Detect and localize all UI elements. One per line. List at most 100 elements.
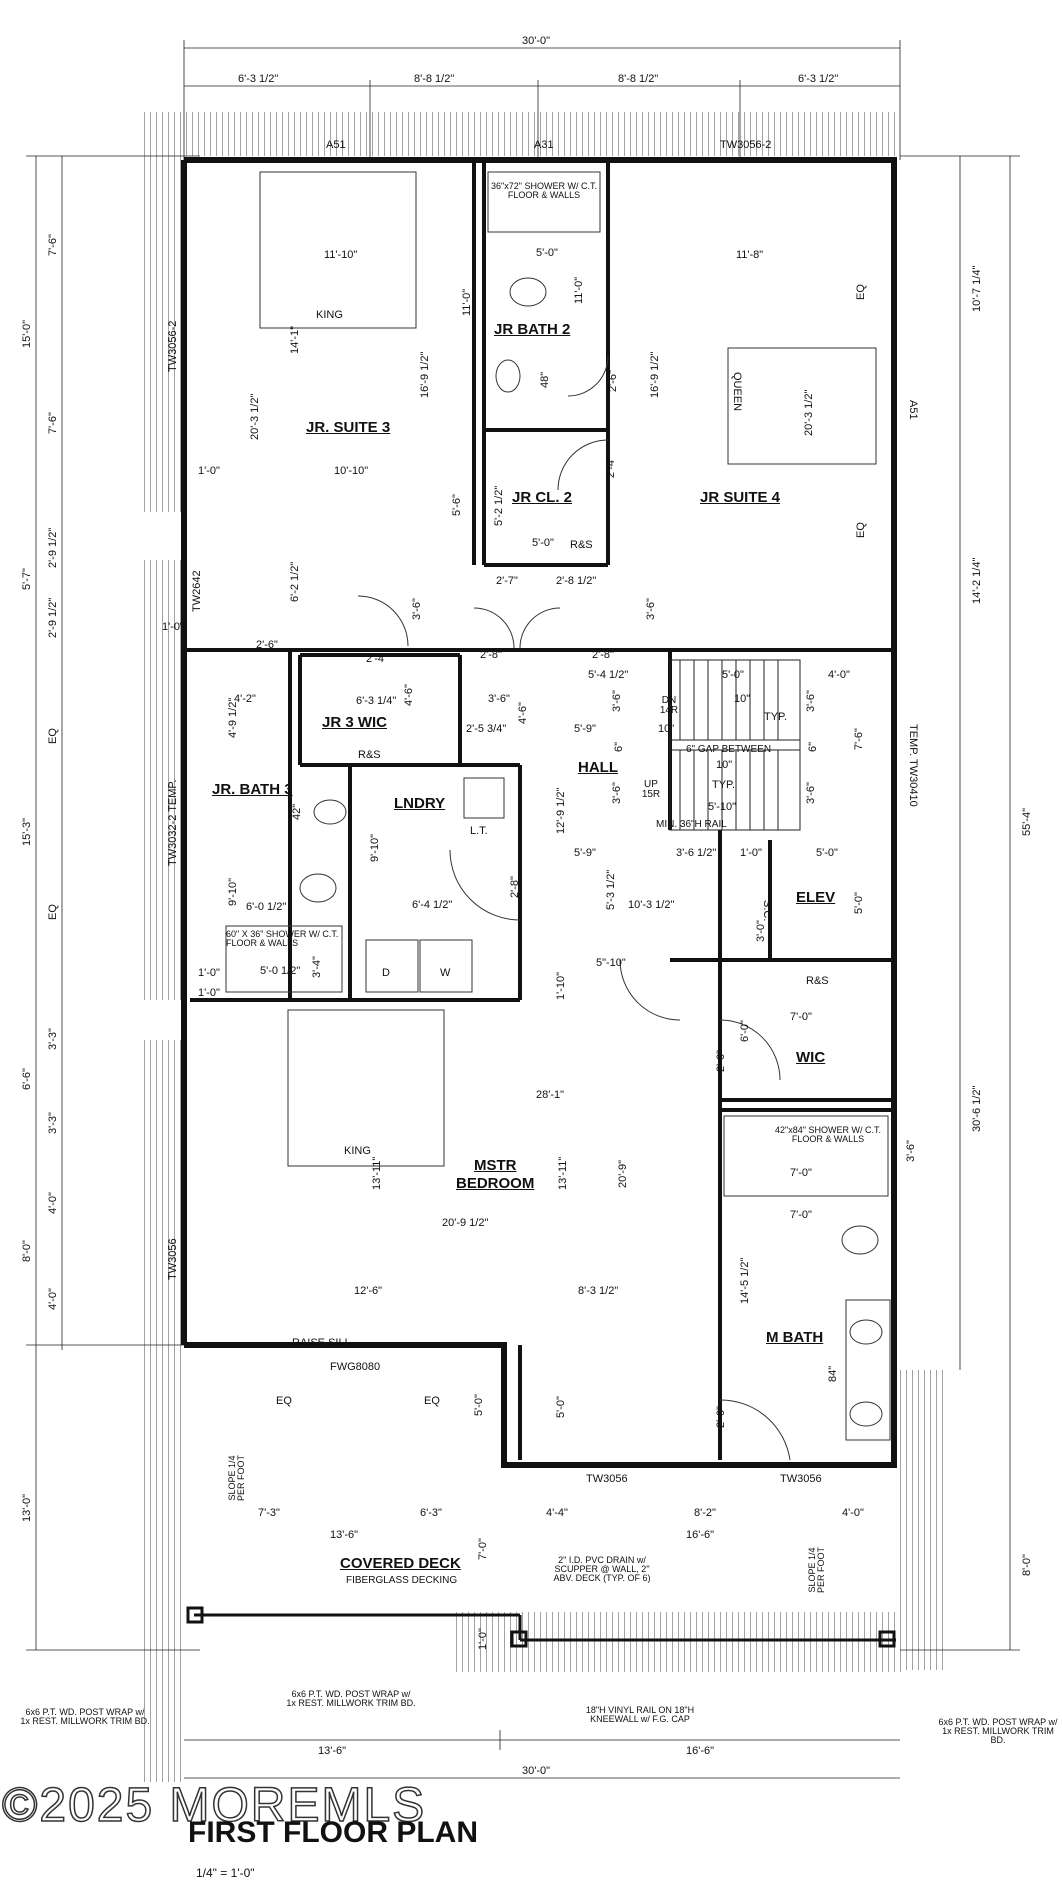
- pvc-drain-note: 2" I.D. PVC DRAIN w/ SCUPPER @ WALL, 2" …: [553, 1555, 651, 1583]
- window-tw3056-2-left: TW3056-2: [167, 320, 179, 372]
- stair-rail-note: MIN. 36"H RAIL: [656, 819, 727, 830]
- dim: 2'-4": [605, 456, 617, 478]
- dim: 11'-8": [736, 249, 764, 261]
- window-a51: A51: [326, 139, 346, 151]
- dim-left: 8'-0": [21, 1240, 33, 1262]
- dim: 20'-3 1/2": [803, 389, 815, 436]
- dim: 7'-0": [790, 1209, 812, 1221]
- room-elev: ELEV: [796, 889, 836, 906]
- dim-bottom-a: 13'-6": [318, 1745, 347, 1757]
- window-tw3056-bottom: TW3056: [586, 1473, 628, 1485]
- dim: 13'-11": [371, 1156, 383, 1190]
- dim: 5'-3 1/2": [605, 869, 617, 910]
- dim-left: 4'-0": [47, 1192, 59, 1214]
- dim: EQ: [424, 1395, 440, 1407]
- king-bed-suite3: [259, 171, 417, 329]
- dim-left: 2'-9 1/2": [47, 527, 59, 568]
- page-title: FIRST FLOOR PLAN: [188, 1816, 478, 1849]
- dim: 1'-0": [477, 1628, 489, 1650]
- dim: 5'-4 1/2": [588, 669, 629, 681]
- dim: 1'-0": [740, 847, 762, 859]
- dim: 13'-6": [330, 1529, 359, 1541]
- dim: 3'-4": [311, 956, 323, 978]
- dim-left: 15'-3": [21, 817, 33, 846]
- dim-left: 6'-6": [21, 1068, 33, 1090]
- dim: 9'-10": [227, 877, 239, 906]
- dim: 11'-0": [461, 288, 473, 316]
- dim: 4'-6": [403, 684, 415, 706]
- dim-left: EQ: [47, 728, 59, 744]
- laundry-tub-label: L.T.: [470, 825, 488, 837]
- vanity-master: [845, 1299, 891, 1441]
- shower-note-jr2: 36"x72" SHOWER W/ C.T. FLOOR & WALLS: [491, 181, 597, 200]
- dim: 1'-10": [555, 971, 567, 1000]
- dim: 5'-0": [816, 847, 838, 859]
- sink-master-1: [849, 1319, 883, 1345]
- dim-top-b: 8'-8 1/2": [414, 73, 455, 85]
- dim: 84": [827, 1365, 839, 1382]
- dim: 10'-10": [334, 465, 369, 477]
- window-a31: A31: [534, 139, 554, 151]
- dim-left: 4'-0": [47, 1288, 59, 1310]
- toilet-jr2: [509, 277, 547, 307]
- dim: 20'-9 1/2": [442, 1217, 489, 1229]
- stairs: [669, 659, 801, 831]
- sink-jr2: [495, 359, 521, 393]
- rod-shelf-label: R&S: [806, 975, 829, 987]
- dim-left: 7'-6": [47, 412, 59, 434]
- dim: 3'-0": [755, 920, 767, 942]
- dryer: [365, 939, 419, 993]
- dim: 28'-1": [536, 1089, 565, 1101]
- dim: 4'-4": [546, 1507, 568, 1519]
- room-covered-deck: COVERED DECK: [340, 1555, 461, 1572]
- dim: 5'-9": [574, 723, 596, 735]
- toilet-jr3: [299, 873, 337, 903]
- room-jr-suite-3: JR. SUITE 3: [306, 419, 391, 436]
- dim-left: 3'-3": [47, 1112, 59, 1134]
- dim: 2'-8": [592, 649, 614, 661]
- dim: 4'-9 1/2": [227, 697, 239, 738]
- dim: 1'-0": [162, 621, 184, 633]
- dim: EQ: [855, 522, 867, 538]
- solid-core-label: S.C.: [761, 900, 773, 922]
- stair-gap-note: 6" GAP BETWEEN: [686, 744, 772, 755]
- dim-right: 14'-2 1/4": [971, 557, 983, 604]
- dim-right: 10'-7 1/4": [971, 265, 983, 312]
- dim: 1'-0": [198, 465, 220, 477]
- post-note-middle: 6x6 P.T. WD. POST WRAP w/ 1x REST. MILLW…: [286, 1689, 416, 1708]
- dim: 4'-6": [517, 702, 529, 724]
- room-mstr-bedroom-line2: BEDROOM: [456, 1175, 535, 1192]
- dim: 6'-2 1/2": [289, 561, 301, 602]
- dim: 16'-9 1/2": [649, 351, 661, 398]
- dim: 2'-6": [715, 1050, 727, 1072]
- dim: 1'-0": [198, 967, 220, 979]
- stair-down-label: DN 14R: [659, 695, 679, 716]
- vinyl-rail-note: 18"H VINYL RAIL ON 18"H KNEEWALL w/ F.G.…: [585, 1705, 695, 1724]
- dim: 5'-0": [853, 892, 865, 914]
- dim-top-overall: 30'-0": [522, 35, 551, 47]
- king-bed-label: KING: [344, 1145, 371, 1157]
- room-jr-bath-2: JR BATH 2: [494, 321, 571, 338]
- window-tw30410-temp: TEMP. TW30410: [907, 724, 919, 807]
- room-jr-bath-3: JR. BATH 3: [212, 781, 293, 798]
- dim-right: 8'-0": [1021, 1554, 1033, 1576]
- laundry-tub: [463, 777, 505, 819]
- dim: 2'-5 3/4": [466, 723, 507, 735]
- dim-left: 2'-9 1/2": [47, 597, 59, 638]
- dim: 5'-6": [451, 494, 463, 516]
- stair-up-label: UP 15R: [641, 779, 661, 800]
- dim: 7'-3": [258, 1507, 280, 1519]
- dim: 14'-1": [289, 325, 301, 354]
- dim: 7'-0": [477, 1538, 489, 1560]
- king-bed-master: [287, 1009, 445, 1167]
- washer-label: W: [440, 967, 451, 979]
- room-jr-cl-2: JR CL. 2: [512, 489, 573, 506]
- dim: 2'-7": [496, 575, 518, 587]
- dim-top-a: 6'-3 1/2": [238, 73, 279, 85]
- dim-top-d: 6'-3 1/2": [798, 73, 839, 85]
- stair-typ-label: TYP.: [712, 779, 736, 791]
- dim: 12'-6": [354, 1285, 383, 1297]
- window-tw3032-2-temp: TW3032-2 TEMP.: [167, 779, 179, 866]
- window-tw3056-bottom: TW3056: [780, 1473, 822, 1485]
